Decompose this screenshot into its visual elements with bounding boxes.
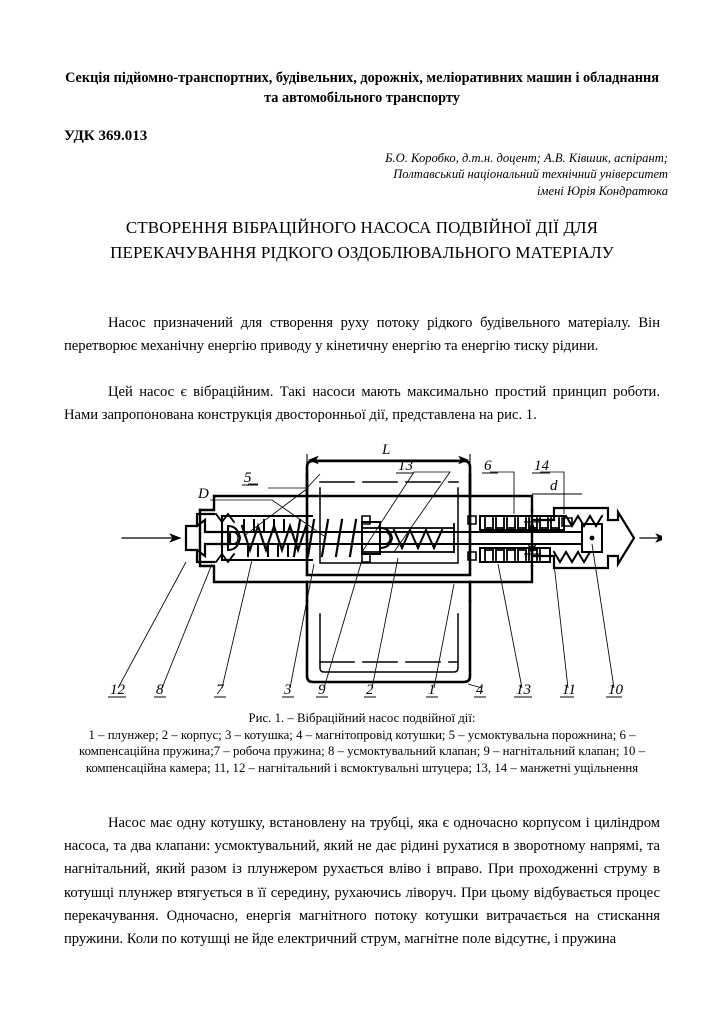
page-title: СТВОРЕННЯ ВІБРАЦІЙНОГО НАСОСА ПОДВІЙНОЇ … [110,218,614,262]
figure-caption-title: Рис. 1. – Вібраційний насос подвійної ді… [248,711,476,725]
pump-cross-section-svg: D L 5 13 6 14 d 12 8 7 3 9 2 1 4 13 11 1… [108,442,662,698]
callout-8: 8 [156,682,164,698]
figure-caption: Рис. 1. – Вібраційний насос подвійної ді… [62,710,662,776]
dimension-label-L: L [381,442,390,458]
udk-code: УДК 369.013 [64,128,148,144]
callout-1: 1 [428,682,436,698]
paragraph-1: Насос призначений для створення руху пот… [64,315,660,355]
author-line-1: Б.О. Коробко, д.т.н. доцент; А.В. Ківшик… [385,151,668,165]
paragraph-3: Насос має одну котушку, встановлену на т… [64,815,660,948]
callout-13-top: 13 [398,458,413,474]
paragraph-2: Цей насос є вібраційним. Такі насоси маю… [64,384,660,424]
callout-3: 3 [283,682,292,698]
callout-4: 4 [476,682,484,698]
callout-14-top: 14 [534,458,550,474]
section-heading: Секція підйомно-транспортних, будівельни… [65,70,659,106]
figure-vibration-pump-diagram: D L 5 13 6 14 d 12 8 7 3 9 2 1 4 13 11 1… [62,432,662,710]
dimension-label-d: d [550,478,558,494]
callout-13-bottom: 13 [516,682,531,698]
author-block: Б.О. Коробко, д.т.н. доцент; А.В. Ківшик… [248,150,668,199]
callout-7: 7 [216,682,225,698]
callout-9: 9 [318,682,326,698]
figure-caption-legend: 1 – плунжер; 2 – корпус; 3 – котушка; 4 … [79,727,645,775]
callout-5-top: 5 [244,470,252,486]
author-line-3: імені Юрія Кондратюка [536,183,668,198]
callout-D: D [197,486,209,502]
callout-10: 10 [608,682,624,698]
author-line-2: Полтавський національний технічний уніве… [393,167,668,182]
callout-11: 11 [562,682,576,698]
callout-6-top: 6 [484,458,492,474]
callout-12: 12 [110,682,126,698]
callout-2: 2 [366,682,374,698]
